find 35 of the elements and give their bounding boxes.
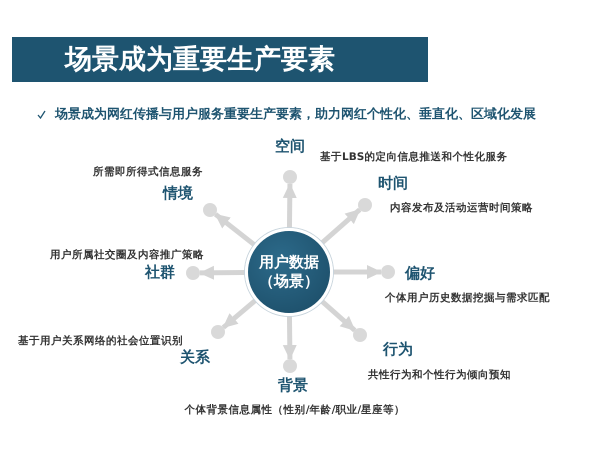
arrow xyxy=(282,183,297,228)
dimension-heading: 关系 xyxy=(180,348,210,366)
dimension-description: 共性行为和个性行为倾向预知 xyxy=(368,369,511,382)
dimension-description: 基于用户关系网络的社会位置识别 xyxy=(18,335,183,348)
dot xyxy=(381,265,395,279)
dimension-heading: 背景 xyxy=(276,376,309,394)
dot xyxy=(358,198,372,212)
dimension-description: 内容发布及活动运营时间策略 xyxy=(390,202,533,215)
dimension-heading: 空间 xyxy=(274,137,306,155)
dot xyxy=(283,170,297,184)
bullet-text: 场景成为网红传播与用户服务重要生产要素，助力网红个性化、垂直化、区域化发展 xyxy=(55,106,536,123)
dimension-heading: 情境 xyxy=(163,184,193,202)
dot xyxy=(353,328,367,342)
dimension-description: 所需即所得式信息服务 xyxy=(93,166,203,179)
dimension-heading: 时间 xyxy=(378,174,408,192)
arrow xyxy=(320,299,356,332)
dot xyxy=(283,359,297,373)
dimension-heading: 行为 xyxy=(383,340,413,358)
arrow xyxy=(222,298,257,330)
arrow xyxy=(320,208,362,245)
dimension-heading: 社群 xyxy=(145,263,175,281)
arrow xyxy=(282,316,297,360)
center-circle: 用户数据（场景） xyxy=(245,228,333,316)
dot xyxy=(203,203,217,217)
dimension-heading: 偏好 xyxy=(405,264,435,282)
dimension-description: 个体用户历史数据挖掘与需求匹配 xyxy=(385,292,550,305)
dimension-description: 基于LBS的定向信息推送和个性化服务 xyxy=(320,151,508,164)
arrow xyxy=(214,212,256,247)
dimension-description: 个体背景信息属性（性别/年龄/职业/星座等） xyxy=(183,404,406,417)
title-text: 场景成为重要生产要素 xyxy=(65,43,335,76)
dot xyxy=(186,266,200,280)
dot xyxy=(211,325,225,339)
arrow xyxy=(333,265,382,279)
dimension-description: 用户所属社交圈及内容推广策略 xyxy=(50,249,204,262)
arrow xyxy=(199,266,246,280)
